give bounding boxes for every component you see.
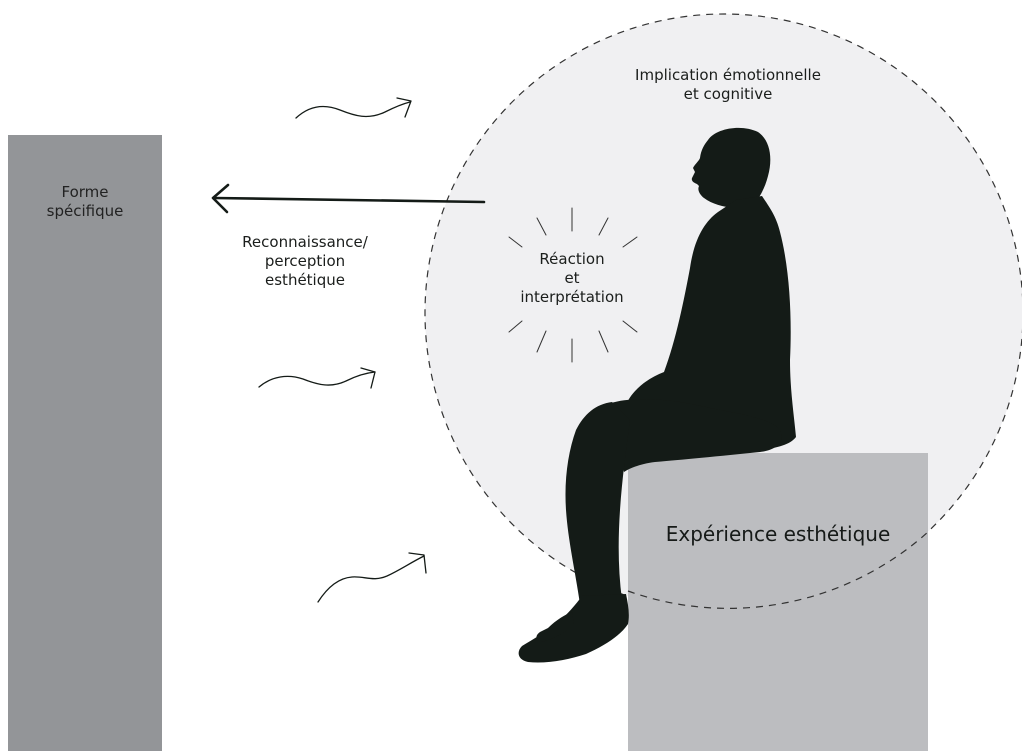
experience-esthetique-label: Expérience esthétique	[665, 522, 891, 546]
recon-line-1: Reconnaissance/	[242, 233, 368, 251]
wavy-arrow-2	[258, 367, 376, 389]
implication-line-2: et cognitive	[683, 84, 773, 103]
recon-line-2: perception	[264, 251, 346, 270]
wavy-arrow-1	[295, 97, 412, 119]
experience-block	[628, 453, 928, 751]
forme-specifique-label: Forme spécifique	[8, 183, 162, 221]
seated-person-icon	[518, 127, 796, 663]
forme-pillar	[8, 135, 162, 751]
implication-line-1: Implication émotionnelle	[635, 66, 821, 84]
reaction-line-1: Réaction	[539, 250, 605, 268]
reaction-burst-rays	[508, 207, 638, 363]
reaction-label: Réaction et interprétation	[488, 250, 656, 306]
reaction-line-3: interprétation	[520, 287, 624, 306]
circle-arc-over-block	[627, 531, 929, 609]
wavy-arrow-3	[317, 552, 427, 603]
implication-label: Implication émotionnelle et cognitive	[598, 66, 858, 104]
reconnaissance-label: Reconnaissance/ perception esthétique	[212, 233, 398, 289]
forme-line-2: spécifique	[46, 201, 124, 220]
recon-line-3: esthétique	[265, 270, 345, 289]
forme-line-1: Forme	[61, 183, 109, 201]
recognition-arrow	[211, 183, 486, 214]
reaction-line-2: et	[564, 268, 580, 287]
